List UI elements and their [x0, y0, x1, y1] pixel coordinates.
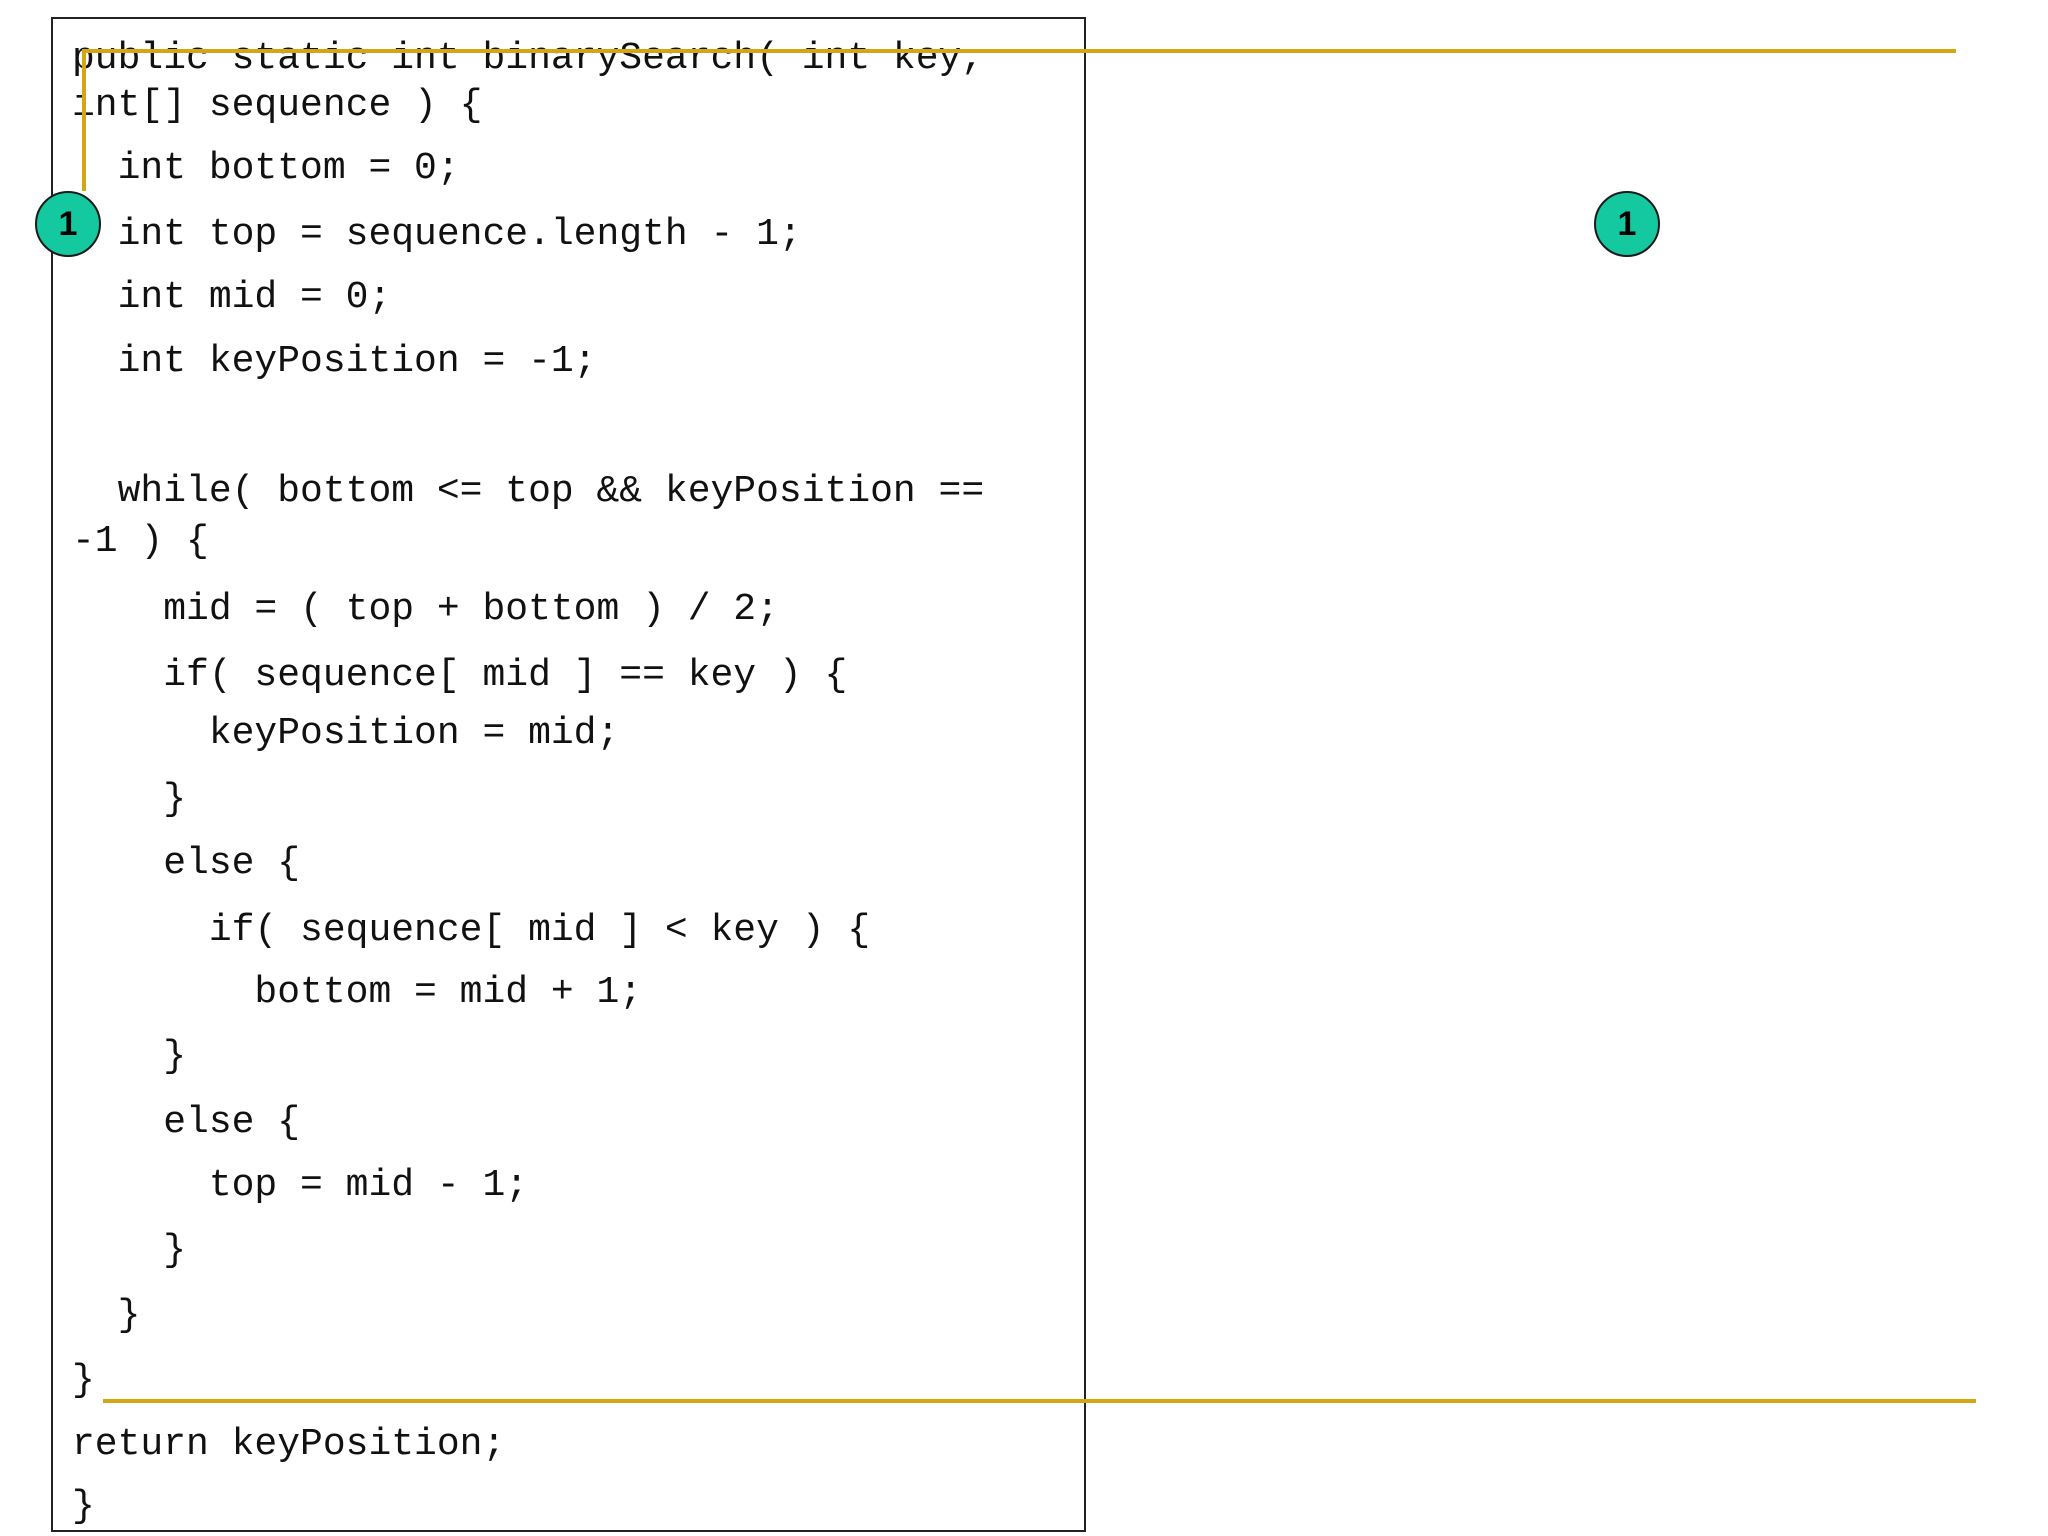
code-line: top = mid - 1; [72, 1164, 529, 1207]
code-line: return keyPosition; [72, 1423, 506, 1466]
code-line: bottom = mid + 1; [72, 971, 643, 1014]
code-line: int[] sequence ) { [72, 84, 483, 127]
code-panel [51, 17, 1086, 1532]
code-line: } [72, 1359, 95, 1402]
code-line: } [72, 1485, 95, 1528]
code-line: -1 ) { [72, 520, 209, 563]
code-line: else { [72, 842, 301, 885]
highlight-bottom-line [103, 1399, 1976, 1403]
code-line: if( sequence[ mid ] == key ) { [72, 654, 848, 697]
code-line: keyPosition = mid; [72, 712, 620, 755]
code-line: int mid = 0; [72, 276, 392, 319]
highlight-top-line [82, 49, 1956, 53]
code-line: if( sequence[ mid ] < key ) { [72, 909, 871, 952]
code-line: mid = ( top + bottom ) / 2; [72, 588, 779, 631]
step-marker-right: 1 [1594, 191, 1660, 257]
code-line: } [72, 1229, 187, 1272]
highlight-left-line [82, 49, 86, 191]
code-line: } [72, 778, 187, 821]
code-line: else { [72, 1101, 301, 1144]
code-line: int keyPosition = -1; [72, 340, 597, 383]
code-line: public static int binarySearch( int key, [72, 37, 985, 80]
code-line: int bottom = 0; [72, 147, 460, 190]
code-line: } [72, 1294, 141, 1337]
step-marker-left: 1 [35, 191, 101, 257]
code-line: while( bottom <= top && keyPosition == [72, 470, 985, 513]
code-line: int top = sequence.length - 1; [72, 213, 802, 256]
code-line: } [72, 1035, 187, 1078]
